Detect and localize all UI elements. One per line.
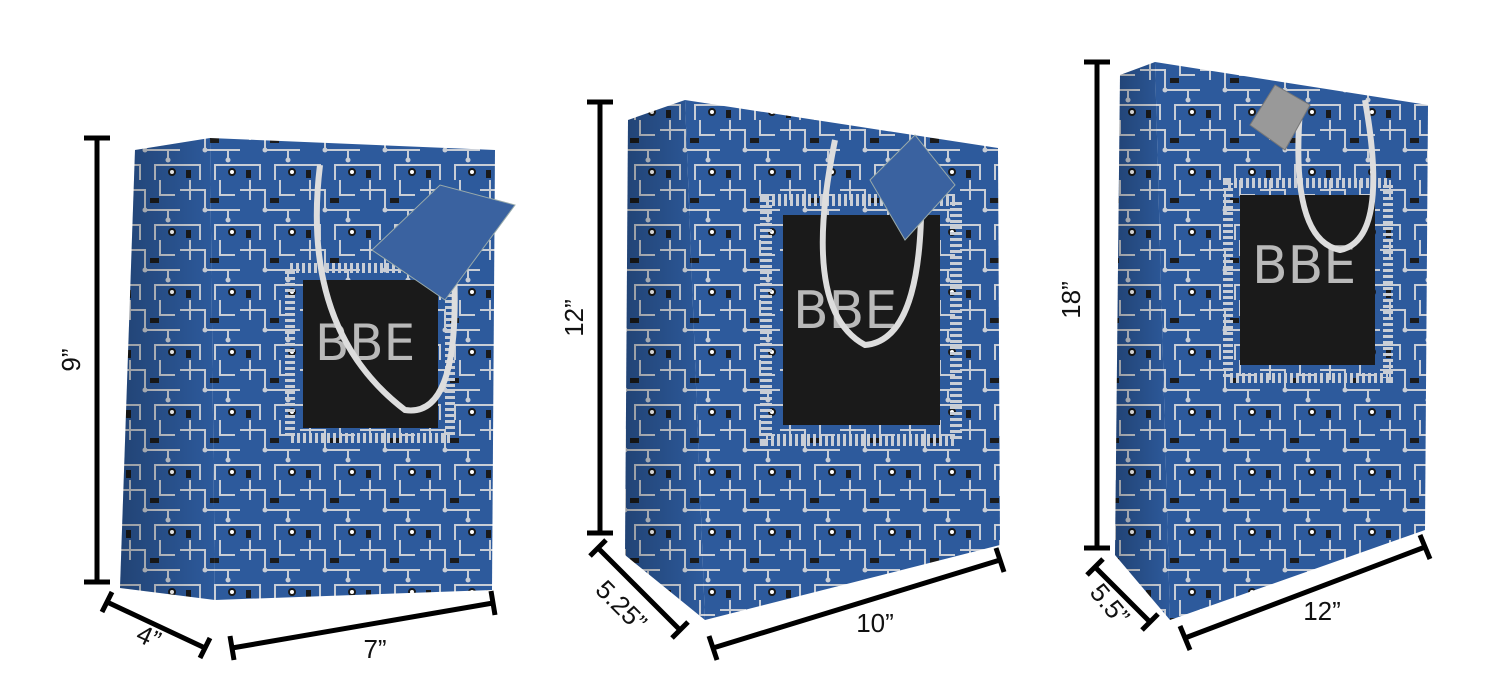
width-label: 7” — [363, 634, 386, 664]
chip — [783, 215, 940, 425]
rope-handle — [1295, 99, 1377, 254]
bag-small: BBE — [120, 138, 516, 600]
bag-large: BBE — [1115, 62, 1428, 620]
bag-medium: BBE — [625, 100, 1000, 620]
width-label: 12” — [1303, 596, 1341, 626]
rope-handle — [313, 164, 458, 414]
monogram: BBE — [1252, 236, 1356, 296]
gift-tag — [1249, 84, 1311, 151]
gift-tag — [869, 134, 956, 241]
monogram: BBE — [315, 314, 415, 372]
dimensions-large: 18” 5.5” 12” — [1056, 59, 1433, 651]
width-label: 10” — [856, 608, 894, 638]
depth-label: 4” — [132, 618, 166, 655]
gift-tag — [371, 184, 516, 301]
chip — [303, 280, 438, 428]
dimensions-small: 9” 4” 7” — [56, 135, 498, 664]
depth-label: 5.25” — [590, 574, 653, 637]
height-label: 18” — [1056, 281, 1086, 319]
height-label: 12” — [559, 299, 589, 337]
height-label: 9” — [56, 348, 86, 371]
rope-handle — [819, 139, 925, 349]
depth-label: 5.5” — [1084, 577, 1136, 631]
